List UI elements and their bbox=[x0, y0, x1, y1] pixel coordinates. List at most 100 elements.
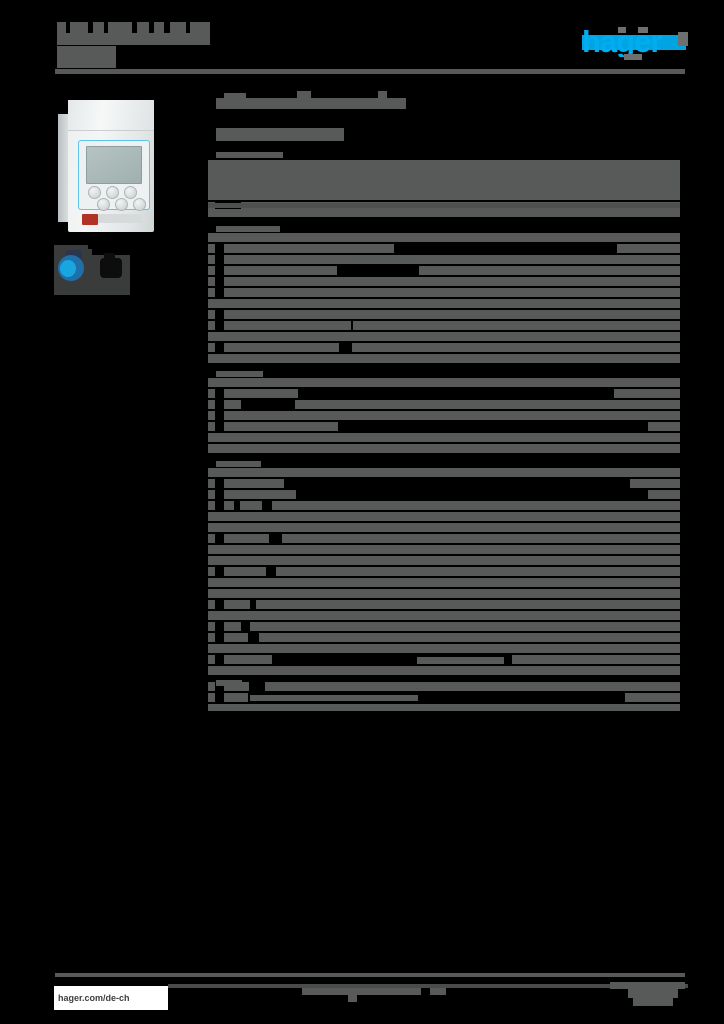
table-row bbox=[224, 682, 249, 691]
table-row bbox=[224, 479, 284, 488]
table-row bbox=[208, 704, 680, 711]
page-header: hager bbox=[0, 0, 724, 86]
table-row bbox=[208, 567, 215, 576]
header-title-line-1 bbox=[57, 22, 66, 36]
thumbnail-dark-icon bbox=[100, 253, 122, 278]
footer-right-text bbox=[633, 998, 673, 1006]
table-row bbox=[208, 209, 680, 217]
table-row bbox=[250, 622, 680, 631]
table-row bbox=[224, 400, 241, 409]
table-row bbox=[648, 422, 680, 431]
footer-center-text bbox=[348, 995, 357, 1002]
table-row bbox=[208, 422, 215, 431]
table-row bbox=[208, 400, 215, 409]
table-row bbox=[208, 160, 680, 200]
table-row bbox=[614, 389, 680, 398]
header-title-line-1 bbox=[70, 22, 88, 36]
table-row bbox=[224, 277, 680, 286]
footer-divider bbox=[55, 973, 685, 977]
product-photo bbox=[54, 92, 172, 238]
table-row bbox=[224, 411, 680, 420]
table-row bbox=[208, 332, 680, 341]
table-row bbox=[272, 501, 680, 510]
table-row bbox=[295, 400, 680, 409]
device-button bbox=[124, 186, 137, 199]
table-row bbox=[617, 244, 680, 253]
main-title bbox=[224, 93, 246, 99]
table-row bbox=[208, 589, 680, 598]
table-row bbox=[208, 545, 680, 554]
device-side-panel bbox=[58, 114, 70, 222]
footer-center-text bbox=[168, 984, 688, 988]
device-red-terminal bbox=[82, 214, 98, 225]
table-row bbox=[276, 567, 680, 576]
table-row bbox=[208, 288, 215, 297]
table-row bbox=[224, 310, 680, 319]
table-row bbox=[208, 389, 215, 398]
table-row bbox=[208, 266, 215, 275]
header-title-line-1 bbox=[137, 22, 149, 36]
table-row bbox=[630, 479, 680, 488]
header-title-line-1 bbox=[108, 22, 132, 36]
footer-url[interactable]: hager.com/de-ch bbox=[54, 986, 168, 1010]
table-row bbox=[208, 556, 680, 565]
footer-right-text bbox=[610, 982, 685, 989]
table-row bbox=[208, 682, 215, 691]
table-row bbox=[512, 655, 680, 664]
table-row bbox=[224, 534, 269, 543]
logo-tick bbox=[618, 27, 626, 33]
device-button bbox=[115, 198, 128, 211]
table-row bbox=[208, 611, 680, 620]
table-row bbox=[224, 501, 234, 510]
table-row bbox=[224, 321, 351, 330]
spec-group-heading bbox=[216, 371, 263, 377]
header-title-line-1-body bbox=[57, 33, 210, 45]
table-row bbox=[265, 682, 680, 691]
table-row bbox=[224, 633, 248, 642]
table-row bbox=[208, 600, 215, 609]
device-button bbox=[97, 198, 110, 211]
logo-tick bbox=[638, 27, 648, 33]
header-title-line-2 bbox=[57, 46, 116, 68]
footer-center-text bbox=[430, 986, 446, 995]
table-row bbox=[208, 299, 680, 308]
device-top-cap bbox=[68, 100, 154, 131]
table-row bbox=[208, 233, 680, 242]
main-title bbox=[216, 98, 406, 109]
table-row bbox=[208, 644, 680, 653]
spec-group-heading bbox=[216, 461, 261, 467]
table-row bbox=[208, 411, 215, 420]
table-row bbox=[224, 343, 339, 352]
table-row bbox=[240, 501, 262, 510]
header-title-line-1 bbox=[93, 22, 104, 36]
device-button bbox=[106, 186, 119, 199]
header-title-line-1 bbox=[190, 22, 210, 36]
main-title bbox=[378, 91, 387, 99]
table-row bbox=[208, 490, 215, 499]
table-row bbox=[208, 277, 215, 286]
footer-center-text bbox=[302, 986, 421, 995]
logo-tick bbox=[678, 32, 688, 46]
table-row bbox=[208, 321, 215, 330]
device-button bbox=[88, 186, 101, 199]
table-row bbox=[208, 523, 680, 532]
table-row bbox=[352, 343, 680, 352]
table-row bbox=[208, 693, 215, 702]
table-row bbox=[208, 534, 215, 543]
table-row bbox=[353, 321, 680, 330]
table-row bbox=[224, 600, 250, 609]
table-row bbox=[208, 655, 215, 664]
table-row bbox=[256, 600, 680, 609]
table-row bbox=[208, 255, 215, 264]
spec-group-heading bbox=[216, 226, 280, 232]
table-row bbox=[224, 389, 298, 398]
table-row bbox=[208, 666, 680, 675]
table-row bbox=[224, 288, 680, 297]
thumbnail-blue-icon bbox=[58, 255, 84, 281]
main-title bbox=[297, 91, 311, 99]
table-row bbox=[224, 567, 266, 576]
table-row bbox=[208, 501, 215, 510]
table-row bbox=[208, 622, 215, 631]
table-row bbox=[208, 203, 680, 208]
